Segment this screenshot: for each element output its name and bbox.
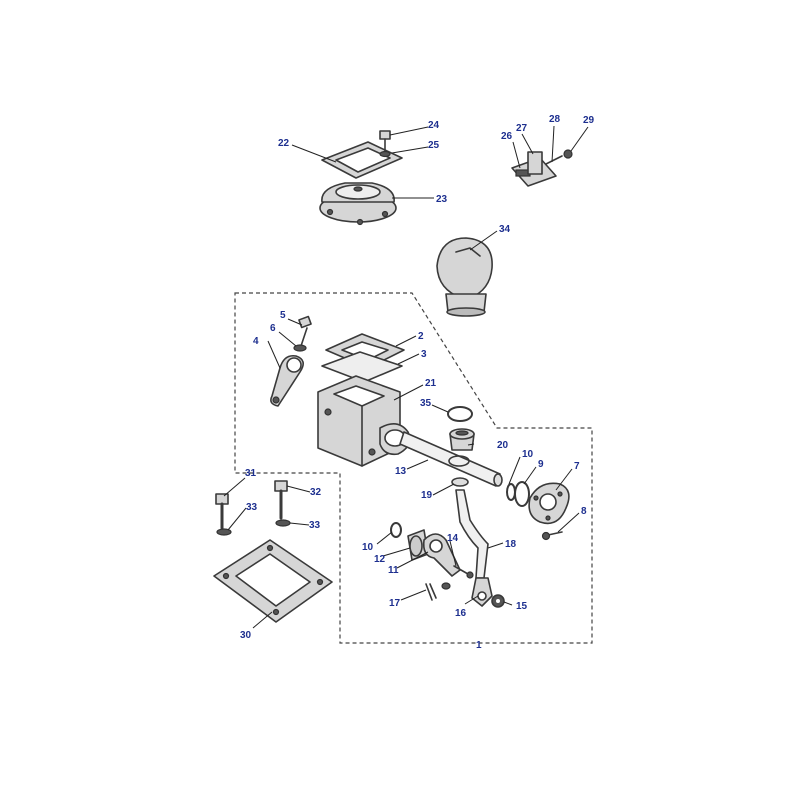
callout-3: 3: [421, 349, 427, 360]
callout-10-right: 10: [522, 449, 534, 460]
assembly-boundary: [234, 292, 593, 644]
callout-4: 4: [253, 336, 259, 347]
callout-19: 19: [421, 490, 433, 501]
housing-part-21: [317, 375, 411, 467]
bolt-part-31: [215, 493, 229, 530]
callout-2: 2: [418, 331, 424, 342]
ring-part-10-right: [506, 483, 516, 501]
callout-35: 35: [420, 398, 432, 409]
clamp-part-4: [270, 354, 304, 407]
callout-13: 13: [395, 466, 407, 477]
callout-34: 34: [499, 224, 511, 235]
gasket-part-22: [321, 141, 403, 179]
callout-30: 30: [240, 630, 252, 641]
callout-12: 12: [374, 554, 386, 565]
callout-6: 6: [270, 323, 276, 334]
callout-21: 21: [425, 378, 437, 389]
bush-part-20: [449, 428, 475, 451]
callout-11: 11: [388, 565, 399, 576]
callout-17: 17: [389, 598, 401, 609]
nut-part-29: [563, 149, 573, 159]
bolt-part-8: [541, 531, 563, 541]
callout-20: 20: [497, 440, 509, 451]
callout-24: 24: [428, 120, 440, 131]
callout-23: 23: [436, 194, 448, 205]
washer-part-15: [491, 594, 505, 608]
plate-part-7: [528, 482, 570, 525]
pin-part-14: [453, 565, 474, 579]
callout-18: 18: [505, 539, 517, 550]
callout-7: 7: [574, 461, 580, 472]
bolt-part-32: [274, 480, 288, 520]
callout-16: 16: [455, 608, 467, 619]
leader-lines: [223, 125, 589, 629]
clevis-part-16: [441, 577, 493, 607]
washer-part-25: [379, 150, 391, 158]
washer-part-33-right: [275, 519, 291, 527]
callout-labels: 1 2 3 4 5 6 7 8 9 10 10 11 12 13 14 15 1…: [240, 114, 595, 651]
ring-part-10-left: [390, 522, 402, 538]
callout-25: 25: [428, 140, 440, 151]
callout-1: 1: [476, 640, 482, 651]
callout-10-left: 10: [362, 542, 374, 553]
callout-26: 26: [501, 131, 513, 142]
plate-part-27: [527, 151, 543, 175]
split-pin-part-17: [425, 583, 437, 601]
callout-32: 32: [310, 487, 322, 498]
gear-knob-part-34: [436, 237, 493, 317]
callout-28: 28: [549, 114, 561, 125]
callout-33-right: 33: [309, 520, 321, 531]
callout-5: 5: [280, 310, 286, 321]
callout-29: 29: [583, 115, 595, 126]
callout-15: 15: [516, 601, 528, 612]
callout-31: 31: [245, 468, 257, 479]
plate-part-3: [321, 351, 403, 383]
ring-part-35: [447, 406, 473, 422]
callout-14: 14: [447, 533, 459, 544]
callout-27: 27: [516, 123, 528, 134]
mounting-plate-part-30: [213, 539, 333, 623]
callout-33-left: 33: [246, 502, 258, 513]
lever-arm-part-11: [422, 533, 461, 577]
cover-part-23: [319, 182, 397, 226]
callout-8: 8: [581, 506, 587, 517]
screw-part-28: [545, 155, 563, 165]
washer-part-33-left: [216, 528, 232, 536]
lever-part-18: [455, 489, 489, 579]
bolt-part-5: [298, 315, 312, 347]
callout-22: 22: [278, 138, 290, 149]
callout-9: 9: [538, 459, 544, 470]
washer-part-6: [293, 344, 307, 352]
ring-part-19: [448, 455, 470, 487]
gasket-part-9: [514, 481, 530, 507]
